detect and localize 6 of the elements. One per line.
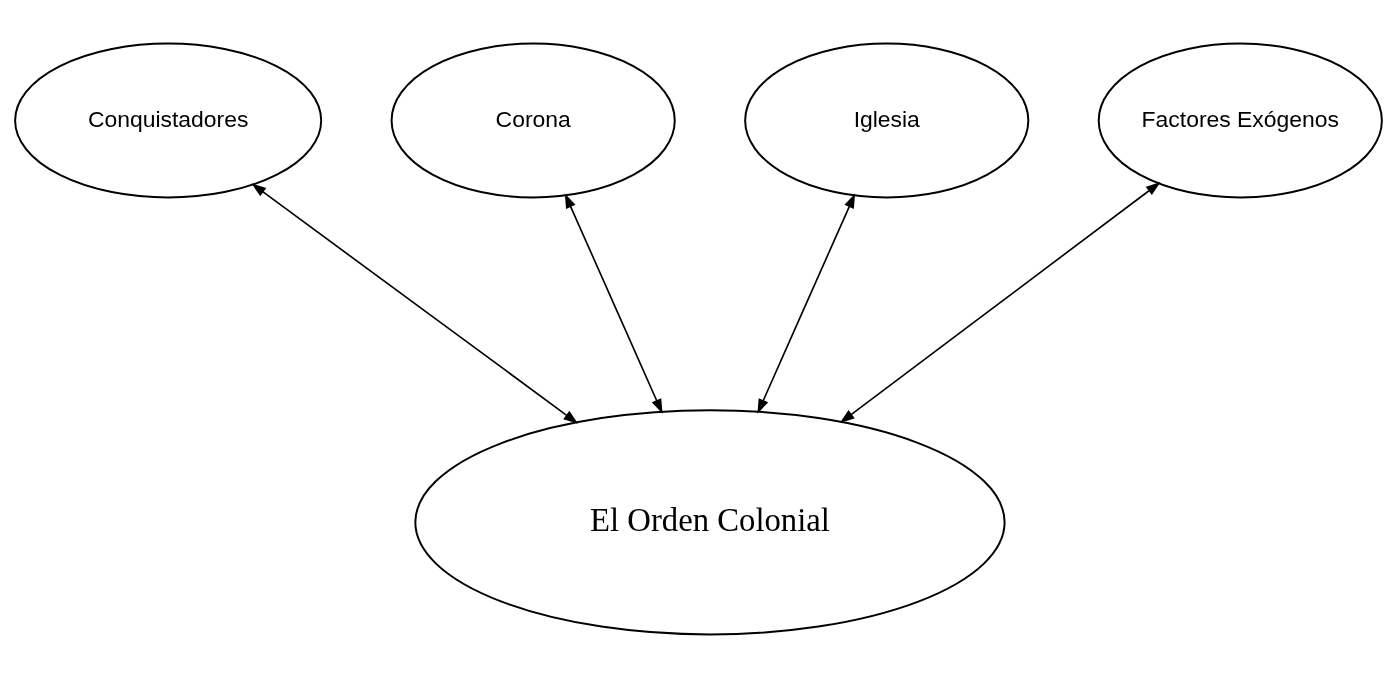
arrow — [251, 182, 579, 424]
arrow — [757, 192, 856, 414]
node-ellipse: Iglesia — [744, 42, 1030, 198]
node-ellipse: Corona — [390, 42, 676, 198]
arrow — [839, 181, 1161, 423]
arrow — [564, 192, 663, 414]
